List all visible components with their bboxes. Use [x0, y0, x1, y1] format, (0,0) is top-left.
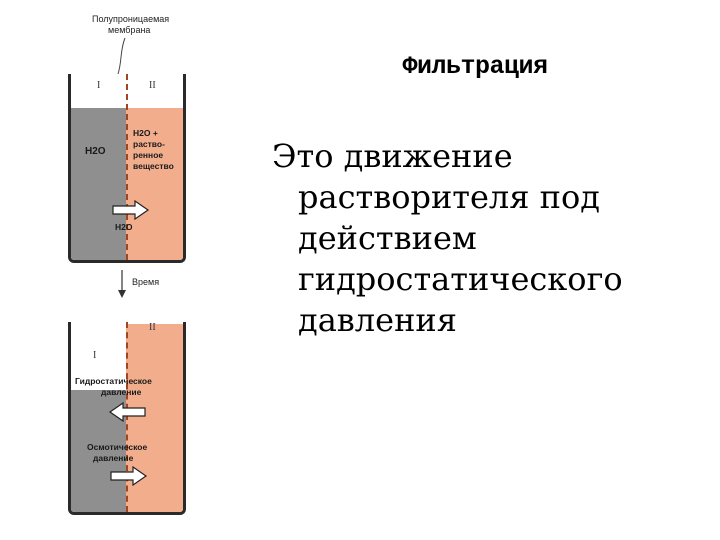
bottom-beaker: I II Гидростатическое давление Осмотичес… [68, 322, 186, 515]
definition-text: Это движение растворителя под действием … [272, 137, 623, 339]
top-solvent-compartment [71, 108, 126, 260]
top-solution-compartment [126, 108, 183, 260]
slide-body: Это движение растворителя под действием … [272, 136, 692, 341]
osmosis-diagram: Полупроницаемая мембрана I II H2O H2O + … [30, 0, 230, 540]
time-label: Время [132, 277, 160, 287]
bottom-region-ii-label: II [149, 322, 156, 333]
top-left-water-label: H2O [85, 146, 106, 157]
top-right-label-3: ренное [133, 150, 164, 160]
top-right-label-1: H2O + [133, 128, 158, 138]
slide-title: Фильтрация [402, 52, 548, 81]
top-region-i-label: I [97, 80, 101, 91]
hydrostatic-pressure-label-1: Гидростатическое [75, 376, 152, 386]
top-right-label-2: раство- [133, 139, 165, 149]
membrane-label-line2: мембрана [108, 25, 151, 35]
osmotic-arrow [110, 466, 148, 486]
top-membrane [126, 74, 128, 260]
bottom-membrane [126, 322, 128, 512]
top-right-label-4: вещество [133, 161, 174, 171]
osmotic-pressure-label-2: давление [93, 453, 134, 463]
bottom-region-i-label: I [93, 350, 97, 361]
top-flow-label: H2O [115, 222, 133, 232]
hydrostatic-arrow [108, 402, 146, 422]
hydrostatic-pressure-label-2: давление [101, 387, 142, 397]
membrane-pointer [117, 37, 126, 75]
top-region-ii-label: II [149, 80, 156, 91]
osmotic-pressure-label-1: Осмотическое [87, 442, 148, 452]
top-flow-arrow [112, 200, 150, 220]
time-arrow [118, 270, 126, 298]
membrane-label-line1: Полупроницаемая [92, 14, 170, 24]
top-beaker: I II H2O H2O + раство- ренное вещество H… [68, 74, 186, 263]
